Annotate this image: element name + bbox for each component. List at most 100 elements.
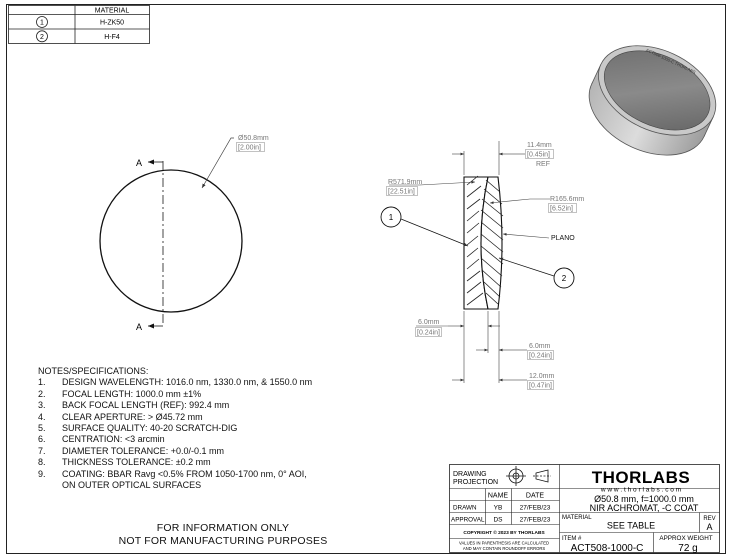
note-number: 1.: [38, 377, 46, 388]
note-text: THICKNESS TOLERANCE: ±0.2 mm: [62, 457, 211, 468]
material-value: SEE TABLE: [607, 521, 655, 531]
third-angle-projection-icon: [506, 466, 551, 486]
right-edge-mm: 6.0mm: [529, 343, 551, 350]
rev-label: REV: [703, 516, 715, 522]
item-label: ITEM #: [562, 536, 582, 542]
left-edge-in: [0.24in]: [417, 330, 440, 337]
balloon-1: [380, 206, 402, 228]
diameter-leader: [201, 137, 234, 189]
material-row-2-item: 2: [40, 34, 44, 41]
note-text: DESIGN WAVELENGTH: 1016.0 nm, 1330.0 nm,…: [62, 377, 313, 388]
plano-label: PLANO: [551, 235, 575, 242]
diameter-mm-label: Ø50.8mm: [238, 135, 269, 142]
note-number: 9.: [38, 468, 46, 479]
drawing-projection-1: DRAWING: [453, 471, 487, 478]
note-item: 4. CLEAR APERTURE: > Ø45.72 mm: [38, 412, 312, 423]
note-item: 3. BACK FOCAL LENGTH (REF): 992.4 mm: [38, 400, 312, 411]
note-number: 8.: [38, 457, 46, 468]
r2-mm-label: R165.6mm: [550, 196, 584, 203]
rev-value: A: [706, 522, 712, 532]
r2-in-label: [6.52in]: [550, 206, 573, 213]
description-line-1: Ø50.8 mm, f=1000.0 mm: [594, 494, 694, 504]
note-number: 6.: [38, 434, 46, 445]
thorlabs-website: w w w . t h o r l a b s . c o m: [600, 487, 681, 494]
hatch-element-2: [480, 179, 504, 305]
note-text: CLEAR APERTURE: > Ø45.72 mm: [62, 411, 203, 422]
lens-outline-circle: [99, 169, 243, 313]
note-item: ON OUTER OPTICAL SURFACES: [38, 480, 312, 491]
thickness-top-ref: REF: [536, 161, 550, 168]
material-row-2-material: H-F4: [104, 34, 120, 41]
title-block: DRAWING PROJECTION NAME DATE DRAWN YB 27…: [449, 464, 720, 554]
date-header: DATE: [526, 493, 544, 500]
note-number: 2.: [38, 388, 46, 399]
material-table: MATERIAL 1 H-ZK50 2 H-F4: [8, 5, 150, 44]
material-row-2-balloon: [36, 30, 48, 43]
approval-label: APPROVAL: [451, 517, 485, 524]
note-text: CENTRATION: <3 arcmin: [62, 434, 165, 445]
thickness-top-mm: 11.4mm: [527, 142, 552, 149]
disclaimer-line-1: FOR INFORMATION ONLY: [156, 522, 290, 534]
note-number: 7.: [38, 445, 46, 456]
section-label-bottom: A: [136, 322, 142, 332]
disclaimer-line-2: NOT FOR MANUFACTURING PURPOSES: [118, 535, 328, 547]
balloon-2: [553, 267, 575, 289]
right-edge-in: [0.24in]: [529, 353, 552, 360]
item-value: ACT508-1000-C: [571, 543, 644, 554]
section-view: 11.4mm [0.45in] REF R571.9mm [22.51in] R…: [380, 141, 584, 390]
drawn-date: 27/FEB/23: [520, 505, 551, 512]
note-item: 2. FOCAL LENGTH: 1000.0 mm ±1%: [38, 389, 312, 400]
balloon-1-text: 1: [389, 213, 394, 222]
note-number: 3.: [38, 400, 46, 411]
weight-value: 72 g: [678, 543, 697, 554]
drawing-projection-2: PROJECTION: [453, 479, 498, 486]
material-row-1-item: 1: [40, 20, 44, 27]
note-text: FOCAL LENGTH: 1000.0 mm ±1%: [62, 388, 202, 399]
thickness-top-in: [0.45in]: [527, 152, 550, 159]
note-text: SURFACE QUALITY: 40-20 SCRATCH-DIG: [62, 423, 238, 434]
note-text: ON OUTER OPTICAL SURFACES: [62, 480, 202, 491]
note-item: 6. CENTRATION: <3 arcmin: [38, 434, 312, 445]
note-text: DIAMETER TOLERANCE: +0.0/-0.1 mm: [62, 445, 224, 456]
note-text: BACK FOCAL LENGTH (REF): 992.4 mm: [62, 400, 230, 411]
sheet-border: [6, 4, 726, 554]
note-item: 9. COATING: BBAR Ravg <0.5% FROM 1050-170…: [38, 469, 312, 480]
total-edge-in: [0.47in]: [529, 383, 552, 390]
note-text: COATING: BBAR Ravg <0.5% FROM 1050-1700 …: [62, 468, 307, 479]
thorlabs-logo: THORLABS: [592, 468, 690, 487]
name-header: NAME: [488, 493, 509, 500]
r1-mm-label: R571.9mm: [388, 179, 422, 186]
note-number: 4.: [38, 411, 46, 422]
notes-specifications: NOTES/SPECIFICATIONS: 1. DESIGN WAVELENGT…: [38, 366, 312, 491]
note-number: 5.: [38, 423, 46, 434]
approval-name: DS: [493, 517, 503, 524]
note-item: 7. DIAMETER TOLERANCE: +0.0/-0.1 mm: [38, 446, 312, 457]
hatch-element-1: [466, 175, 484, 306]
note-item: 1. DESIGN WAVELENGTH: 1016.0 nm, 1330.0 n…: [38, 377, 312, 388]
material-label: MATERIAL: [562, 515, 592, 521]
left-edge-mm: 6.0mm: [418, 319, 440, 326]
isometric-lens-view: ACT508-1000-C THORLABS: [588, 45, 717, 156]
approval-date: 27/FEB/23: [520, 517, 551, 524]
diameter-in-label: [2.00in]: [238, 145, 261, 152]
balloon-2-text: 2: [562, 274, 567, 283]
total-edge-mm: 12.0mm: [529, 373, 554, 380]
material-row-1-material: H-ZK50: [100, 20, 124, 27]
drawn-label: DRAWN: [453, 505, 477, 512]
drawn-name: YB: [494, 505, 503, 512]
parens-note-2: AND MAY CONTAIN ROUNDOFF ERRORS: [463, 546, 546, 551]
disclaimer-footer: FOR INFORMATION ONLY NOT FOR MANUFACTURI…: [108, 522, 338, 548]
note-number: [38, 480, 62, 491]
note-item: 8. THICKNESS TOLERANCE: ±0.2 mm: [38, 457, 312, 468]
material-table-header: MATERIAL: [95, 8, 130, 15]
material-row-1-balloon: [36, 16, 48, 28]
description-line-2: NIR ACHROMAT, -C COAT: [590, 503, 699, 513]
section-label-top: A: [136, 158, 142, 168]
parens-note-1: VALUES IN PARENTHESIS ARE CALCULATED: [459, 541, 549, 546]
r1-in-label: [22.51in]: [388, 189, 415, 196]
notes-title: NOTES/SPECIFICATIONS:: [38, 366, 149, 376]
copyright: COPYRIGHT © 2023 BY THORLABS: [463, 529, 545, 536]
note-item: 5. SURFACE QUALITY: 40-20 SCRATCH-DIG: [38, 423, 312, 434]
front-view: A A Ø50.8mm [2.00in]: [99, 135, 269, 332]
